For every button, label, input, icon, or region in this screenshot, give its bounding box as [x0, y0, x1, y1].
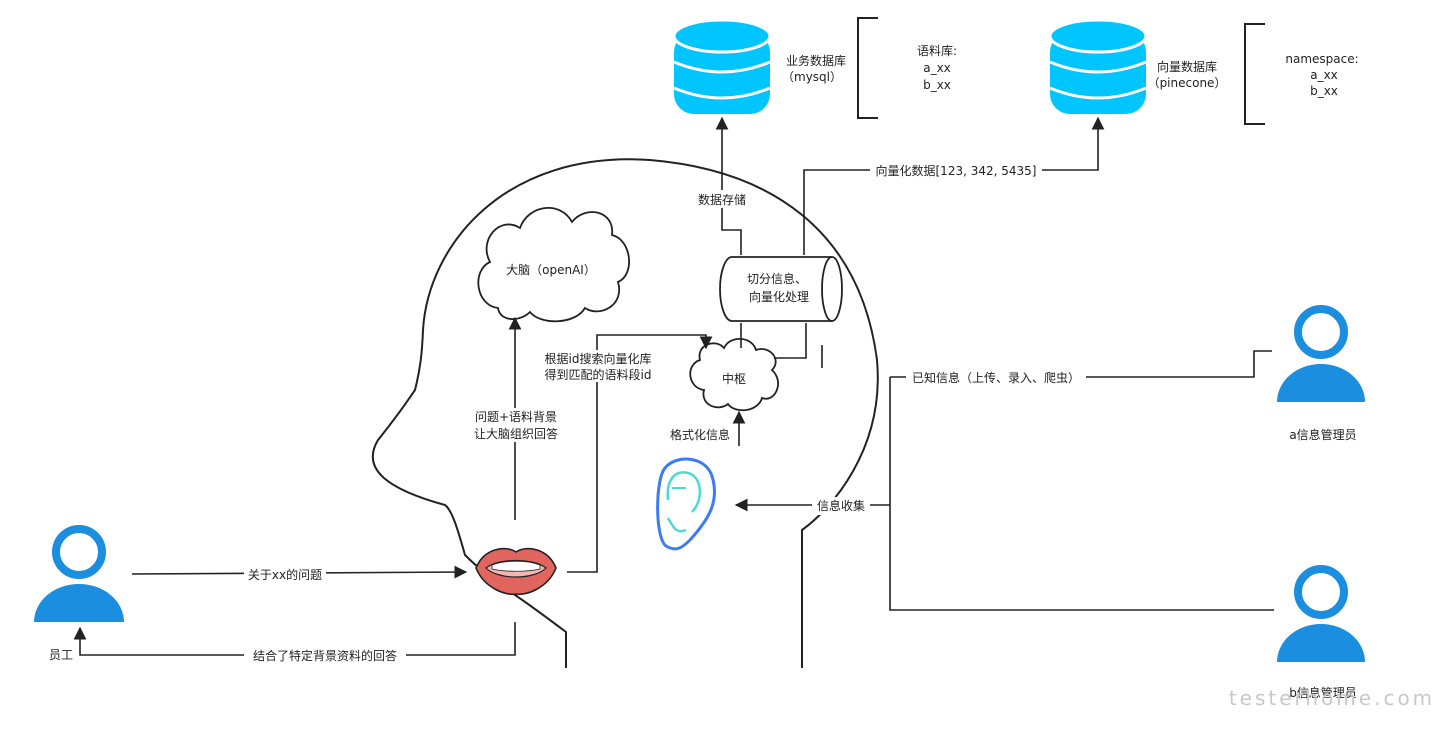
vector-database-icon: [1048, 18, 1148, 114]
ear-outer: [656, 457, 717, 551]
admin-b-person-icon: [1277, 565, 1365, 662]
storage-label: 数据存储: [698, 192, 746, 207]
answer-label: 结合了特定背景资料的回答: [253, 648, 397, 663]
business-db-sublabel: （mysql）: [782, 70, 842, 84]
corpus-title: 语料库:: [917, 43, 957, 58]
brain-cloud: [477, 207, 630, 323]
namespace-bracket: [1244, 23, 1265, 125]
namespace-title: namespace:: [1285, 52, 1358, 66]
hub-label: 中枢: [722, 371, 746, 386]
lips-icon: [475, 547, 557, 596]
process-sublabel: 向量化处理: [749, 289, 809, 304]
collect-label: 信息收集: [817, 498, 865, 513]
business-database-icon: [672, 18, 772, 114]
corpus-item: b_xx: [923, 78, 951, 92]
hub-vector-link: [774, 323, 807, 359]
vectorized-label: 向量化数据[123, 342, 5435]: [876, 163, 1037, 178]
employee-person-icon: [34, 525, 124, 622]
lips-teeth: [491, 560, 541, 572]
brain-label: 大脑（openAI）: [506, 263, 596, 277]
format-label: 格式化信息: [670, 427, 730, 442]
corpus-bracket: [857, 17, 878, 119]
admin-b-link: [889, 377, 1274, 611]
ear-lobe: [666, 517, 687, 533]
search-label: 根据id搜索向量化库: [545, 351, 652, 366]
process-label: 切分信息、: [747, 271, 807, 286]
vector-db-label: 向量数据库: [1157, 59, 1217, 74]
ear-inner: [666, 471, 701, 513]
namespace-item: a_xx: [1310, 68, 1338, 82]
search-sublabel: 得到匹配的语料段id: [545, 367, 652, 382]
known-info-label: 已知信息（上传、录入、爬虫）: [912, 370, 1080, 385]
employee-label: 员工: [49, 648, 73, 662]
business-db-label: 业务数据库: [786, 53, 846, 68]
watermark: testerhome.com: [1229, 686, 1431, 710]
storage-arrow: [715, 116, 742, 255]
vector-db-sublabel: （pinecone）: [1148, 76, 1227, 90]
corpus-item: a_xx: [923, 61, 951, 75]
vectorized-arrow: [803, 116, 1105, 255]
vector-db-top: [1048, 18, 1148, 54]
head-outline: [371, 158, 879, 668]
process-cylinder: [719, 256, 843, 322]
admin-a-person-icon: [1277, 305, 1365, 402]
ear-icon: [656, 457, 717, 551]
admin-b-label: b信息管理员: [1289, 685, 1357, 700]
hub-cloud: [689, 337, 779, 412]
admin-a-label: a信息管理员: [1289, 427, 1356, 442]
ask-label: 关于xx的问题: [248, 567, 322, 582]
question-context-sublabel: 让大脑组织回答: [474, 426, 558, 441]
namespace-item: b_xx: [1310, 84, 1338, 98]
search-arrow: [567, 334, 713, 573]
question-context-label: 问题+语料背景: [475, 410, 557, 424]
business-db-top: [672, 18, 772, 54]
